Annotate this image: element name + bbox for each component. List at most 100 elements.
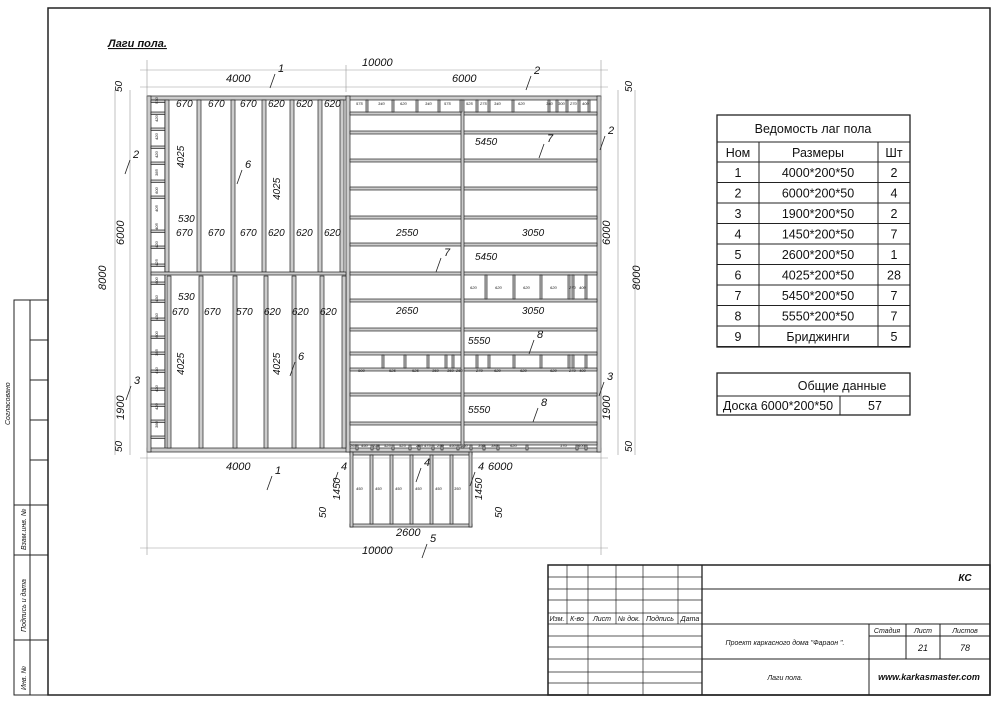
callout-label: 5 (430, 533, 437, 545)
joist (150, 195, 166, 199)
joist (150, 387, 166, 391)
row-size: Бриджинги (786, 330, 849, 344)
dim-block: 450 (356, 486, 363, 491)
joist (150, 369, 166, 373)
schedule-title: Ведомость лаг пола (755, 122, 872, 136)
callout-label: 4 (341, 461, 347, 473)
dim-block: 575 (444, 101, 451, 106)
joist (565, 99, 569, 113)
stamp-inv: Инв. № (21, 666, 28, 690)
dim-block: 450 (395, 486, 402, 491)
callout-label: 2 (132, 149, 139, 161)
dim-joist-length-right: 2650 (395, 306, 419, 317)
dim-overall-width-top: 10000 (362, 57, 393, 69)
joist (349, 421, 598, 426)
dim-block: 380 (491, 443, 498, 448)
callout-label: 3 (607, 371, 614, 383)
dim-block: 340 (425, 101, 432, 106)
joist (349, 327, 598, 332)
joist (555, 99, 559, 113)
dim-block: 600 (154, 187, 159, 194)
dim-block: 620 (470, 285, 477, 290)
tb-site: www.karkasmaster.com (878, 672, 980, 682)
dim-block: 430 (154, 313, 159, 320)
dim-left-width-bottom: 4000 (226, 461, 251, 473)
callout-label: 1 (278, 63, 284, 75)
dim-block: 620 (520, 368, 527, 373)
row-num: 8 (735, 310, 742, 324)
callout-label: 4 (424, 457, 430, 469)
callout-leader (598, 381, 605, 397)
callout-label: 1 (275, 465, 281, 477)
joist (349, 451, 473, 456)
joist (575, 444, 579, 451)
row-qty: 2 (891, 207, 898, 221)
tb-sheet: 21 (917, 643, 928, 653)
stamp-replace-inv: Взам.инв. № (21, 508, 28, 550)
dim-block: 450 (361, 443, 368, 448)
callout-label: 7 (444, 247, 451, 259)
dim-block: 420 (154, 151, 159, 158)
joist (355, 444, 359, 451)
row-qty: 28 (887, 269, 901, 283)
dim-joist-length: 4025 (272, 177, 283, 200)
dim-block: 475 (424, 443, 431, 448)
side-stamp (13, 299, 49, 696)
joist (539, 274, 543, 300)
dim-spacing-lower: 620 (320, 307, 337, 318)
tb-sheets-label: Листов (951, 628, 978, 635)
joist (426, 354, 430, 369)
dim-joist-length: 4025 (272, 352, 283, 375)
row-size: 6000*200*50 (782, 187, 854, 201)
dim-block: 530 (154, 97, 159, 104)
callout-leader (532, 407, 539, 423)
joist (381, 354, 385, 369)
joist (349, 441, 598, 446)
dim-block: 250 (436, 443, 444, 448)
row-num: 2 (735, 187, 742, 201)
joist (512, 274, 516, 300)
callout-leader (538, 143, 545, 159)
dimension-lines (114, 60, 636, 555)
row-num: 7 (735, 289, 742, 303)
joist (150, 127, 166, 131)
dim-block: 340 (494, 101, 501, 106)
dim-block: 525 (399, 443, 406, 448)
schedule-header-size: Размеры (792, 146, 844, 160)
dim-overall-width-bottom: 10000 (362, 545, 393, 557)
joist (341, 275, 347, 449)
dim-block: 620 (518, 101, 525, 106)
row-size: 4025*200*50 (782, 269, 854, 283)
row-num: 5 (735, 248, 742, 262)
dim-block: 400 (579, 368, 586, 373)
joist (459, 99, 463, 113)
callout-label: 2 (533, 65, 540, 77)
dim-block: 620 (495, 285, 502, 290)
dim-block: 340 (546, 101, 553, 106)
joist (391, 99, 395, 113)
dim-left-height-top: 6000 (115, 220, 127, 245)
joist (431, 444, 435, 451)
joist (196, 99, 202, 273)
callout-label: 6 (298, 351, 305, 363)
joist (567, 274, 571, 300)
dim-block: 300 (558, 101, 565, 106)
drawing-title: Лаги пола. (107, 38, 167, 50)
dim-spacing-top: 620 (296, 99, 313, 110)
dim-spacing-top: 620 (324, 99, 341, 110)
dim-spacing-mid: 620 (324, 228, 341, 239)
row-size: 1900*200*50 (782, 207, 854, 221)
joist (487, 99, 491, 113)
dim-offset-tr: 50 (624, 80, 635, 92)
dim-block: 620 (510, 443, 517, 448)
summary-item: Доска 6000*200*50 (723, 399, 833, 413)
joist (198, 275, 204, 449)
dim-block: 450 (415, 486, 422, 491)
callout-leader (469, 471, 476, 487)
callout-label: 4 (478, 461, 484, 473)
dim-block: 350 (478, 443, 485, 448)
dim-block: 620 (494, 368, 501, 373)
dim-block: 620 (550, 368, 557, 373)
